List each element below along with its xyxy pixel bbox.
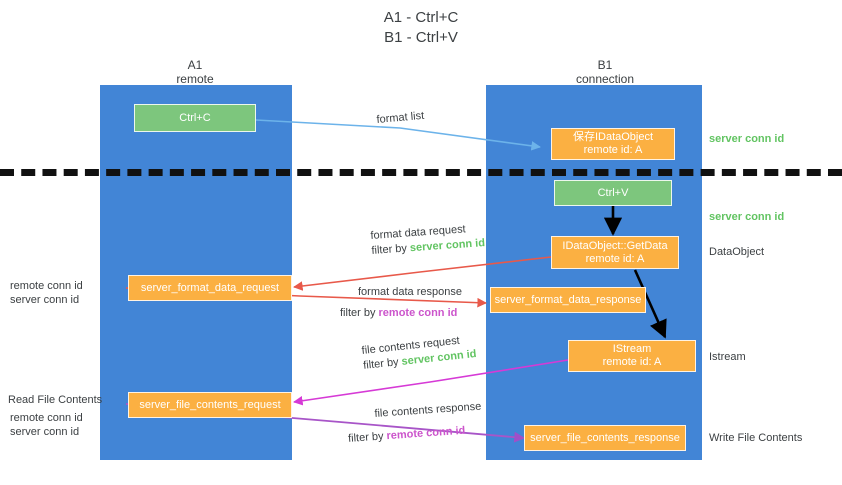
node-idataobject-getdata[interactable]: IDataObject::GetData remote id: A — [551, 236, 679, 269]
annot-file-contents-request: file contents request filter by server c… — [361, 332, 477, 374]
node-idataobject-getdata-line2: remote id: A — [585, 252, 645, 265]
node-server-file-contents-request[interactable]: server_file_contents_request — [128, 392, 292, 418]
right-label-server-conn-id-2: server conn id — [709, 210, 784, 224]
node-ctrl-v-label: Ctrl+V — [597, 186, 629, 199]
node-server-format-data-response-label: server_format_data_response — [494, 293, 642, 306]
annot-format-data-response-text: format data response — [358, 286, 462, 298]
right-label-dataobject: DataObject — [709, 245, 764, 259]
column-header-b1-name: B1 — [597, 58, 613, 72]
node-istream-line1: IStream — [612, 343, 652, 355]
node-save-idataobject-line1: 保存IDataObject — [572, 131, 654, 143]
phase-separator — [0, 169, 842, 176]
node-ctrl-v[interactable]: Ctrl+V — [554, 180, 672, 206]
node-server-format-data-response[interactable]: server_format_data_response — [490, 287, 646, 313]
node-save-idataobject-line2: remote id: A — [583, 144, 643, 156]
annot-format-data-response-filter-prefix: filter by — [340, 307, 379, 319]
node-server-file-contents-request-label: server_file_contents_request — [139, 398, 281, 411]
annot-file-contents-response-text: file contents response — [374, 400, 482, 420]
left-label-read-file-contents: Read File Contents — [8, 393, 102, 407]
annot-format-list-text: format list — [376, 109, 425, 126]
annot-file-contents-response-filter-key: remote conn id — [386, 424, 466, 443]
node-istream[interactable]: IStream remote id: A — [568, 340, 696, 372]
annot-format-data-response: format data response filter by remote co… — [340, 285, 462, 321]
node-server-format-data-request-label: server_format_data_request — [140, 281, 280, 294]
node-ctrl-c[interactable]: Ctrl+C — [134, 104, 256, 132]
left-label-conn-ids-1: remote conn id server conn id — [10, 279, 83, 307]
node-ctrl-c-label: Ctrl+C — [179, 111, 211, 124]
left-label-server-conn-id-2: server conn id — [10, 426, 80, 438]
annot-file-contents-response-filter: filter by remote conn id — [348, 422, 484, 446]
node-server-file-contents-response-label: server_file_contents_response — [530, 431, 680, 444]
column-header-a1: A1 remote — [135, 58, 255, 86]
annot-format-data-request-filter-key: server conn id — [409, 237, 486, 255]
right-label-dataobject-text: DataObject — [709, 246, 765, 258]
node-istream-line2: remote id: A — [602, 356, 662, 368]
diagram-title: A1 - Ctrl+C B1 - Ctrl+V — [0, 8, 842, 48]
annot-format-data-request-filter-prefix: filter by — [371, 242, 411, 257]
left-label-remote-conn-id-1: remote conn id — [10, 280, 83, 292]
annot-file-contents-response-filter-prefix: filter by — [347, 430, 388, 445]
left-label-remote-conn-id-2: remote conn id — [10, 412, 83, 424]
left-label-read-file-contents-text: Read File Contents — [8, 394, 103, 406]
annot-format-data-response-filter-key: remote conn id — [378, 307, 458, 319]
right-label-write-file-contents: Write File Contents — [709, 431, 802, 445]
title-line-2: B1 - Ctrl+V — [384, 29, 458, 46]
node-server-file-contents-response[interactable]: server_file_contents_response — [524, 425, 686, 451]
node-save-idataobject[interactable]: 保存IDataObject remote id: A — [551, 128, 675, 160]
annot-format-list: format list — [376, 109, 425, 128]
right-label-server-conn-id-1: server conn id — [709, 132, 784, 146]
right-label-istream: Istream — [709, 350, 746, 364]
left-label-conn-ids-2: remote conn id server conn id — [10, 411, 83, 439]
annot-file-contents-response: file contents response filter by remote … — [348, 400, 483, 445]
right-label-server-conn-id-1-text: server conn id — [709, 133, 785, 145]
right-label-write-file-contents-text: Write File Contents — [709, 432, 803, 444]
title-line-1: A1 - Ctrl+C — [383, 9, 459, 26]
column-header-a1-name: A1 — [187, 58, 203, 72]
annot-file-contents-request-filter-prefix: filter by — [362, 355, 403, 372]
left-label-server-conn-id-1: server conn id — [10, 294, 80, 306]
column-header-b1-sub: connection — [575, 72, 635, 86]
right-label-server-conn-id-2-text: server conn id — [709, 211, 785, 223]
column-header-b1: B1 connection — [535, 58, 675, 86]
annot-format-data-response-filter: filter by remote conn id — [340, 306, 462, 321]
node-server-format-data-request[interactable]: server_format_data_request — [128, 275, 292, 301]
right-label-istream-text: Istream — [709, 351, 746, 363]
annot-format-data-request: format data request filter by server con… — [370, 221, 486, 259]
column-header-a1-sub: remote — [176, 72, 214, 86]
node-idataobject-getdata-line1: IDataObject::GetData — [562, 239, 668, 252]
